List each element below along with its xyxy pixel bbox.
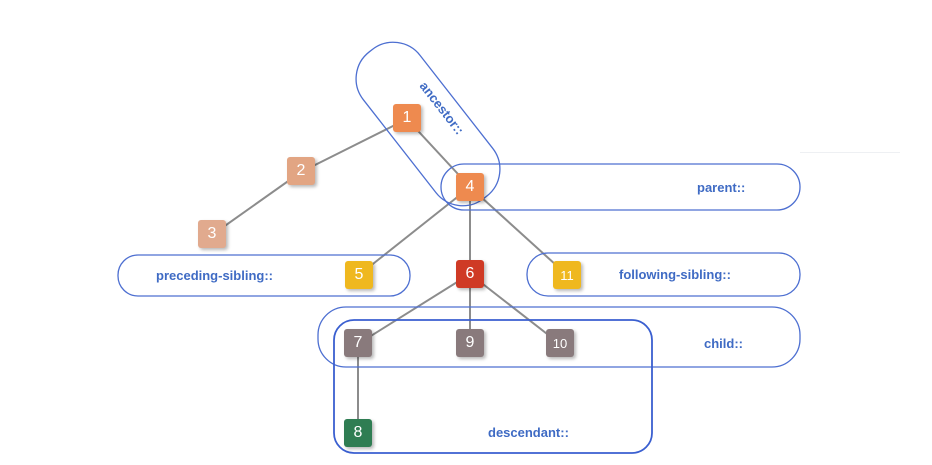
preceding-sibling-label: preceding-sibling:: bbox=[156, 268, 273, 283]
region-child bbox=[317, 306, 801, 368]
node-8[interactable]: 8 bbox=[344, 419, 372, 447]
node-5[interactable]: 5 bbox=[345, 261, 373, 289]
node-10[interactable]: 10 bbox=[546, 329, 574, 357]
node-1[interactable]: 1 bbox=[393, 104, 421, 132]
edge-4-11 bbox=[469, 186, 568, 276]
ancestor-label: ancestor:: bbox=[417, 79, 468, 138]
edge-6-7 bbox=[357, 273, 471, 345]
edge-6-10 bbox=[469, 273, 561, 345]
region-descendant bbox=[333, 319, 653, 454]
region-ancestor bbox=[355, 41, 501, 207]
node-2[interactable]: 2 bbox=[287, 157, 315, 185]
edge-4-5 bbox=[358, 186, 471, 276]
node-6[interactable]: 6 bbox=[456, 260, 484, 288]
region-following-sibling bbox=[526, 252, 801, 297]
edge-2-3 bbox=[211, 171, 302, 236]
region-parent bbox=[440, 163, 801, 211]
node-4[interactable]: 4 bbox=[456, 173, 484, 201]
following-sibling-label: following-sibling:: bbox=[619, 267, 731, 282]
node-3[interactable]: 3 bbox=[198, 220, 226, 248]
faint-divider bbox=[800, 152, 900, 153]
child-label: child:: bbox=[704, 336, 743, 351]
node-9[interactable]: 9 bbox=[456, 329, 484, 357]
node-7[interactable]: 7 bbox=[344, 329, 372, 357]
region-preceding-sibling bbox=[117, 254, 411, 297]
parent-label: parent:: bbox=[697, 180, 745, 195]
descendant-label: descendant:: bbox=[488, 425, 569, 440]
node-11[interactable]: 11 bbox=[553, 261, 581, 289]
edge-1-2 bbox=[300, 118, 408, 173]
